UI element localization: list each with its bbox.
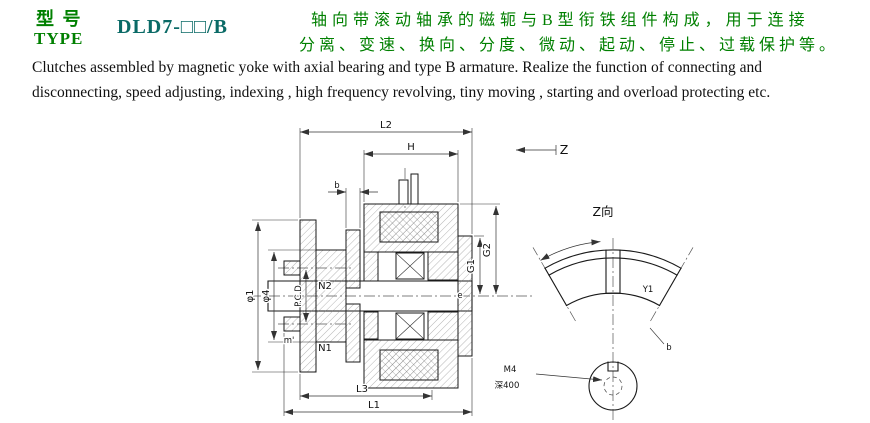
dim-pcd: P.C.D bbox=[294, 285, 304, 307]
yoke-pole-bottom bbox=[363, 311, 379, 340]
dim-phi-hub: φ4 bbox=[261, 290, 272, 303]
b-leader bbox=[649, 327, 665, 345]
bearing-top bbox=[395, 252, 425, 280]
armature-disc-top bbox=[345, 229, 361, 289]
description-cn-line2: 分离、变速、换向、分度、微动、起动、停止、过载保护等。 bbox=[299, 37, 840, 54]
z-view-title: Z向 bbox=[592, 204, 613, 219]
dim-e-gap: e bbox=[457, 291, 462, 301]
dim-G2: G2 bbox=[482, 243, 493, 257]
description-en-line2: disconnecting, speed adjusting, indexing… bbox=[32, 84, 771, 101]
description-cn-line1: 轴向带滚动轴承的磁轭与B型衔铁组件构成，用于连接 bbox=[311, 12, 810, 29]
z-direction-view: Z向 Y1 b M4 深400 bbox=[493, 203, 694, 423]
bolt-head-top bbox=[283, 260, 301, 276]
armature-segment bbox=[544, 249, 682, 307]
thread-note: M4 bbox=[504, 365, 517, 375]
angle-dimension bbox=[540, 239, 601, 261]
yoke-step-top bbox=[427, 251, 459, 281]
armature-disc-bottom bbox=[345, 303, 361, 363]
dim-L1: L1 bbox=[368, 400, 380, 411]
model-number: DLD7-□□/B bbox=[117, 16, 228, 38]
dim-Y1: Y1 bbox=[642, 285, 654, 295]
dim-N1: N1 bbox=[318, 343, 332, 354]
description-en-line1: Clutches assembled by magnetic yoke with… bbox=[32, 59, 762, 76]
dim-G1: G1 bbox=[466, 259, 477, 273]
dim-b-right: b bbox=[666, 343, 671, 353]
dim-m-prime: m' bbox=[284, 336, 295, 346]
end-plate bbox=[457, 235, 473, 357]
dim-b-small: b bbox=[334, 181, 339, 191]
coil-top bbox=[379, 211, 439, 243]
dim-H: H bbox=[407, 142, 415, 153]
dim-phi-outer: φ1 bbox=[245, 290, 256, 303]
dim-N2: N2 bbox=[318, 281, 332, 292]
coil-bottom bbox=[379, 349, 439, 381]
type-label-cn: 型 号 bbox=[36, 9, 83, 29]
bolt-head-bottom bbox=[283, 316, 301, 332]
type-label-en: TYPE bbox=[34, 29, 84, 48]
z-view-arrow-label: Z bbox=[560, 142, 569, 157]
thread-leader bbox=[535, 373, 603, 383]
dimension-lines bbox=[252, 128, 557, 416]
depth-note: 深400 bbox=[495, 381, 520, 391]
terminal-block bbox=[398, 173, 419, 205]
yoke-pole-top bbox=[363, 251, 379, 282]
dim-L2: L2 bbox=[380, 120, 392, 131]
dim-L3: L3 bbox=[356, 384, 368, 395]
cross-section-view: L2 H b Z G2 G1 φ1 φ4 P.C.D N2 N1 m' e L3… bbox=[244, 119, 570, 416]
yoke-step-bottom bbox=[427, 311, 459, 341]
bearing-bottom bbox=[395, 312, 425, 340]
shaft-end-circle bbox=[588, 361, 638, 411]
armature-hub bbox=[315, 249, 347, 343]
